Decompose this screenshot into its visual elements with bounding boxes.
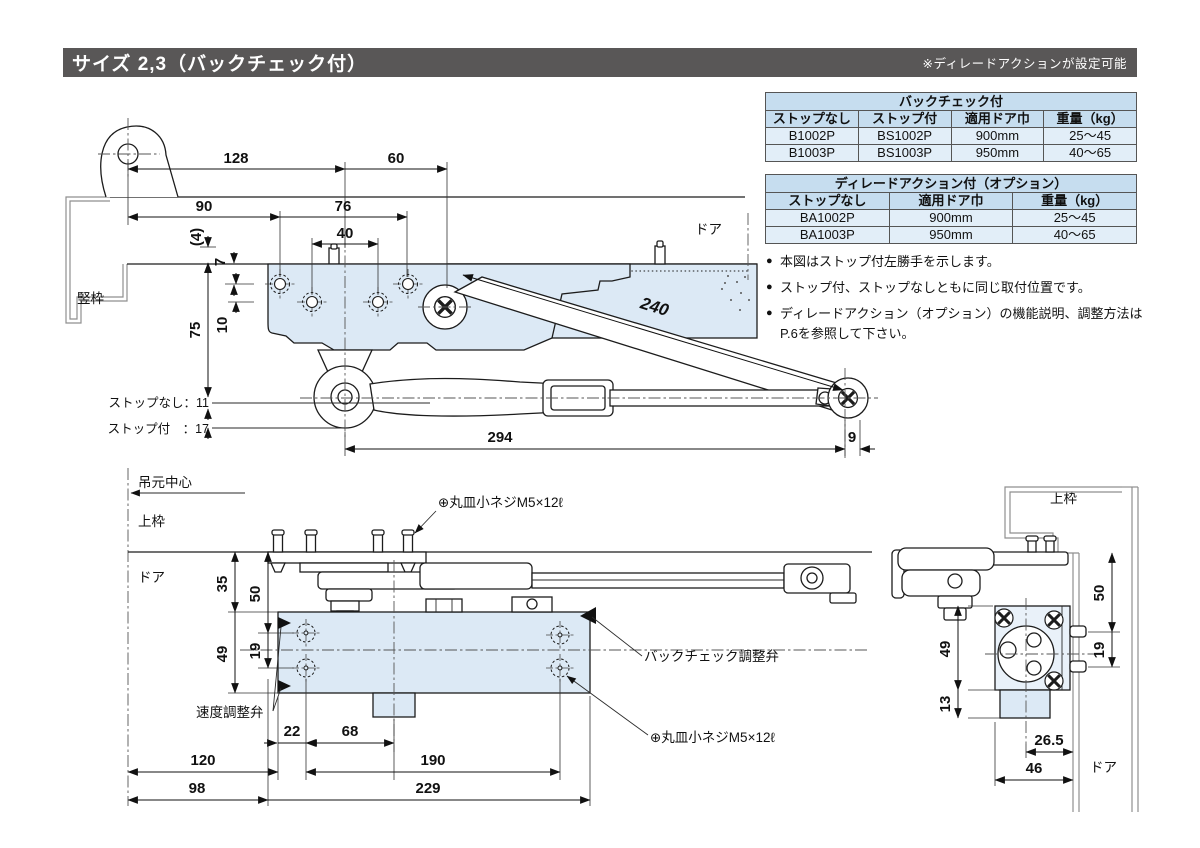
dim-9: 9 [848,429,856,446]
section-title-bar: サイズ 2,3（バックチェック付） ※ディレードアクションが設定可能 [63,48,1137,77]
page-title: サイズ 2,3（バックチェック付） [72,54,368,75]
dim-26-5: 26.5 [1034,732,1063,749]
cell-model: BS1002P [857,127,952,145]
dim-60: 60 [388,150,405,167]
col-header: 重量（kg） [1012,192,1137,210]
cell-doorwidth: 900mm [888,209,1014,227]
table-row: BA1003P 950mm 40～65 [765,226,1137,244]
cell-weight: 25～45 [1012,209,1137,227]
col-header: 重量（kg） [1043,110,1137,128]
col-header: 適用ドア巾 [888,192,1014,210]
label-speed-valve: 速度調整弁 [196,705,264,720]
dim-40: 40 [337,225,354,242]
dim-13-side: 13 [937,696,954,713]
title-note: ※ディレードアクションが設定可能 [922,57,1127,71]
label-door-plan: ドア [695,222,722,237]
label-stop-with-17: ストップ付 ：17 [108,422,209,436]
plan-dimensions: 128 60 90 76 40 (4) 7 [108,150,875,456]
cell-model: BS1003P [857,144,952,162]
cell-weight: 40～65 [1012,226,1137,244]
dim-120: 120 [190,752,215,769]
dim-50-side: 50 [1091,585,1108,602]
dim-4: (4) [188,228,205,246]
dim-98: 98 [189,780,206,797]
col-header: 適用ドア巾 [950,110,1045,128]
dim-7: 7 [212,258,229,266]
closer-side [891,535,1087,719]
col-header: ストップなし [765,192,890,210]
valve-screw [1069,625,1087,638]
label-screw-top: ⊕丸皿小ネジM5×12ℓ [438,495,563,510]
top-frame-profile [1004,486,1139,812]
cell-weight: 40～65 [1043,144,1137,162]
dim-90: 90 [196,198,213,215]
dim-46: 46 [1026,760,1043,777]
bolt [271,529,415,553]
arm-elevation [317,562,857,618]
label-backcheck-valve: バックチェック調整弁 [644,649,779,664]
side-view: 上枠 [891,486,1139,812]
label-hinge-center: 吊元中心 [138,475,192,490]
speed-valve-marker [278,617,291,629]
label-top-frame: 上枠 [138,514,165,529]
cell-doorwidth: 950mm [950,144,1045,162]
dim-50: 50 [247,586,264,603]
label-vertical-frame: 竪枠 [77,291,104,306]
dim-190: 190 [420,752,445,769]
mounting-bolt [328,240,666,265]
label-screw-bottom: ⊕丸皿小ネジM5×12ℓ [650,730,775,745]
closer-body-front [277,596,596,718]
front-dimensions: 35 49 50 19 22 68 [127,551,591,806]
dim-294: 294 [487,429,513,446]
cell-doorwidth: 900mm [950,127,1045,145]
cell-weight: 25～45 [1043,127,1137,145]
vertical-frame-profile [65,196,128,324]
dim-76: 76 [335,198,352,215]
dim-49: 49 [214,646,231,663]
table-row: B1002P BS1002P 900mm 25～45 [765,127,1137,145]
notes-list: ● 本図はストップ付左勝手を示します。 ● ストップ付、ストップなしともに同じ取付位… [766,252,1146,350]
front-view: 吊元中心 上枠 ドア ⊕丸皿小ネジM5×12ℓ [127,468,872,806]
dim-75: 75 [187,322,204,339]
cell-doorwidth: 950mm [888,226,1014,244]
spec-table-backcheck: バックチェック付 ストップなし ストップ付 適用ドア巾 重量（kg） B1002… [765,92,1137,162]
bullet-icon: ● [766,255,773,267]
dim-19-side: 19 [1091,642,1108,659]
label-door-front: ドア [138,570,165,585]
dim-68: 68 [342,723,359,740]
speed-valve-marker [278,680,291,692]
dim-22: 22 [284,723,301,740]
cell-model: B1003P [765,144,859,162]
mounting-strip [267,529,427,573]
dim-19: 19 [247,643,264,660]
table-title: ディレードアクション付（オプション） [765,174,1137,193]
cell-model: B1002P [765,127,859,145]
dim-128: 128 [223,150,248,167]
label-door-side: ドア [1090,760,1117,775]
plan-view: 竪枠 [65,118,878,458]
dim-35: 35 [214,576,231,593]
table-row: B1003P BS1003P 950mm 40～65 [765,144,1137,162]
note-text: 本図はストップ付左勝手を示します。 [780,254,1000,269]
arm-bracket [98,118,179,198]
side-dimensions: 50 19 49 13 26.5 46 [937,552,1120,786]
label-top-frame-side: 上枠 [1050,491,1078,506]
dim-10: 10 [214,317,231,334]
note-text: ストップ付、ストップなしともに同じ取付位置です。 [780,279,1091,295]
valve-screw [1069,660,1087,673]
spec-table-delayed-action: ディレードアクション付（オプション） ストップなし 適用ドア巾 重量（kg） B… [765,174,1137,244]
dim-49-side: 49 [937,641,954,658]
backcheck-valve-marker [580,607,596,624]
dim-229: 229 [415,780,440,797]
note-item: ● 本図はストップ付左勝手を示します。 [766,252,1146,273]
label-stop-none-11: ストップなし：11 [109,396,210,410]
